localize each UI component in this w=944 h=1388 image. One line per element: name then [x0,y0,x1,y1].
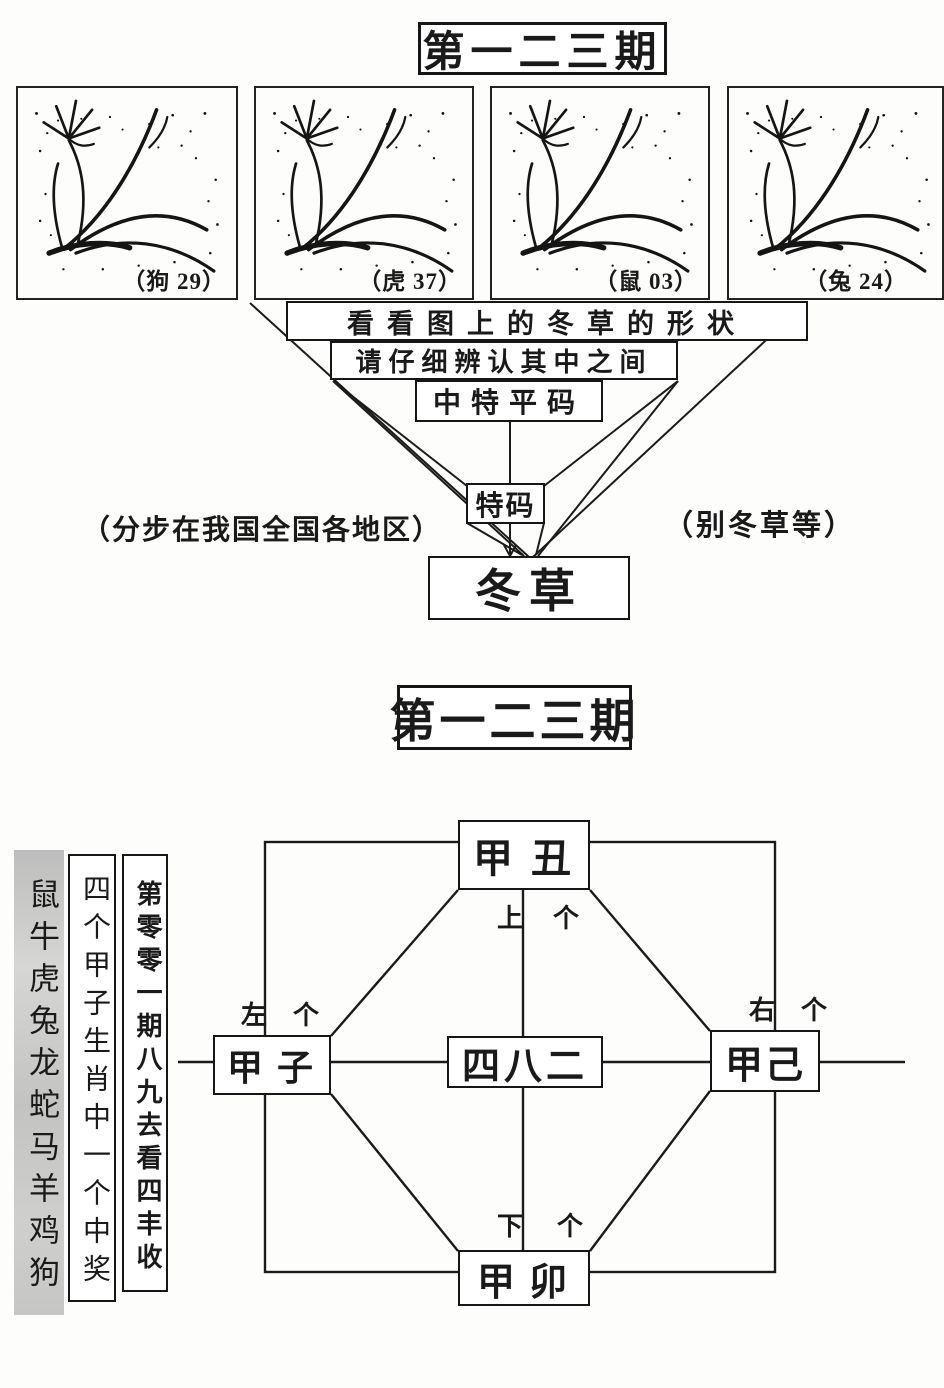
node-center: 四八二 [447,1036,603,1088]
plant-panel: （虎 37） [254,86,474,300]
result-box: 冬草 [428,556,630,620]
funnel-row3: 中特平码 [415,380,603,422]
tip-column-1: 四个甲子生肖中一个中奖 [68,854,116,1302]
pointer-bottom: 下个 [496,1212,617,1241]
zodiac-column: 鼠牛虎兔龙蛇马羊鸡狗 [14,850,64,1315]
node-left: 甲子 [213,1035,331,1095]
funnel-row2: 请仔细辨认其中之间 [330,341,678,380]
plant-panel: （兔 24） [727,86,944,300]
tip-column-2: 第零零一期八九去看四丰收 [122,854,168,1292]
node-bottom: 甲卯 [458,1250,590,1306]
plant-panel: （狗 29） [16,86,238,300]
plant-illustration [24,92,230,288]
plant-panel: （鼠 03） [490,86,710,300]
panel-label: （虎 37） [358,269,462,294]
plant-illustration [262,92,468,288]
section1-title: 第一二三期 [418,22,667,76]
note-right: （别冬草等） [664,510,857,542]
node-right: 甲己 [710,1030,820,1092]
section2-title: 第一二三期 [390,685,636,750]
note-left: （分步在我国全国各地区） [82,515,443,546]
pointer-left: 左个 [240,1001,345,1030]
panel-label: （狗 29） [122,269,226,294]
plant-illustration [735,92,941,288]
special-code-box: 特码 [466,483,545,524]
pointer-right: 右个 [748,996,853,1025]
plant-illustration [498,92,704,288]
panel-label: （鼠 03） [594,269,698,294]
node-top: 甲丑 [458,820,590,890]
pointer-top: 上个 [496,904,609,933]
funnel-row1: 看看图上的冬草的形状 [286,301,808,341]
panel-label: （兔 24） [804,269,908,294]
